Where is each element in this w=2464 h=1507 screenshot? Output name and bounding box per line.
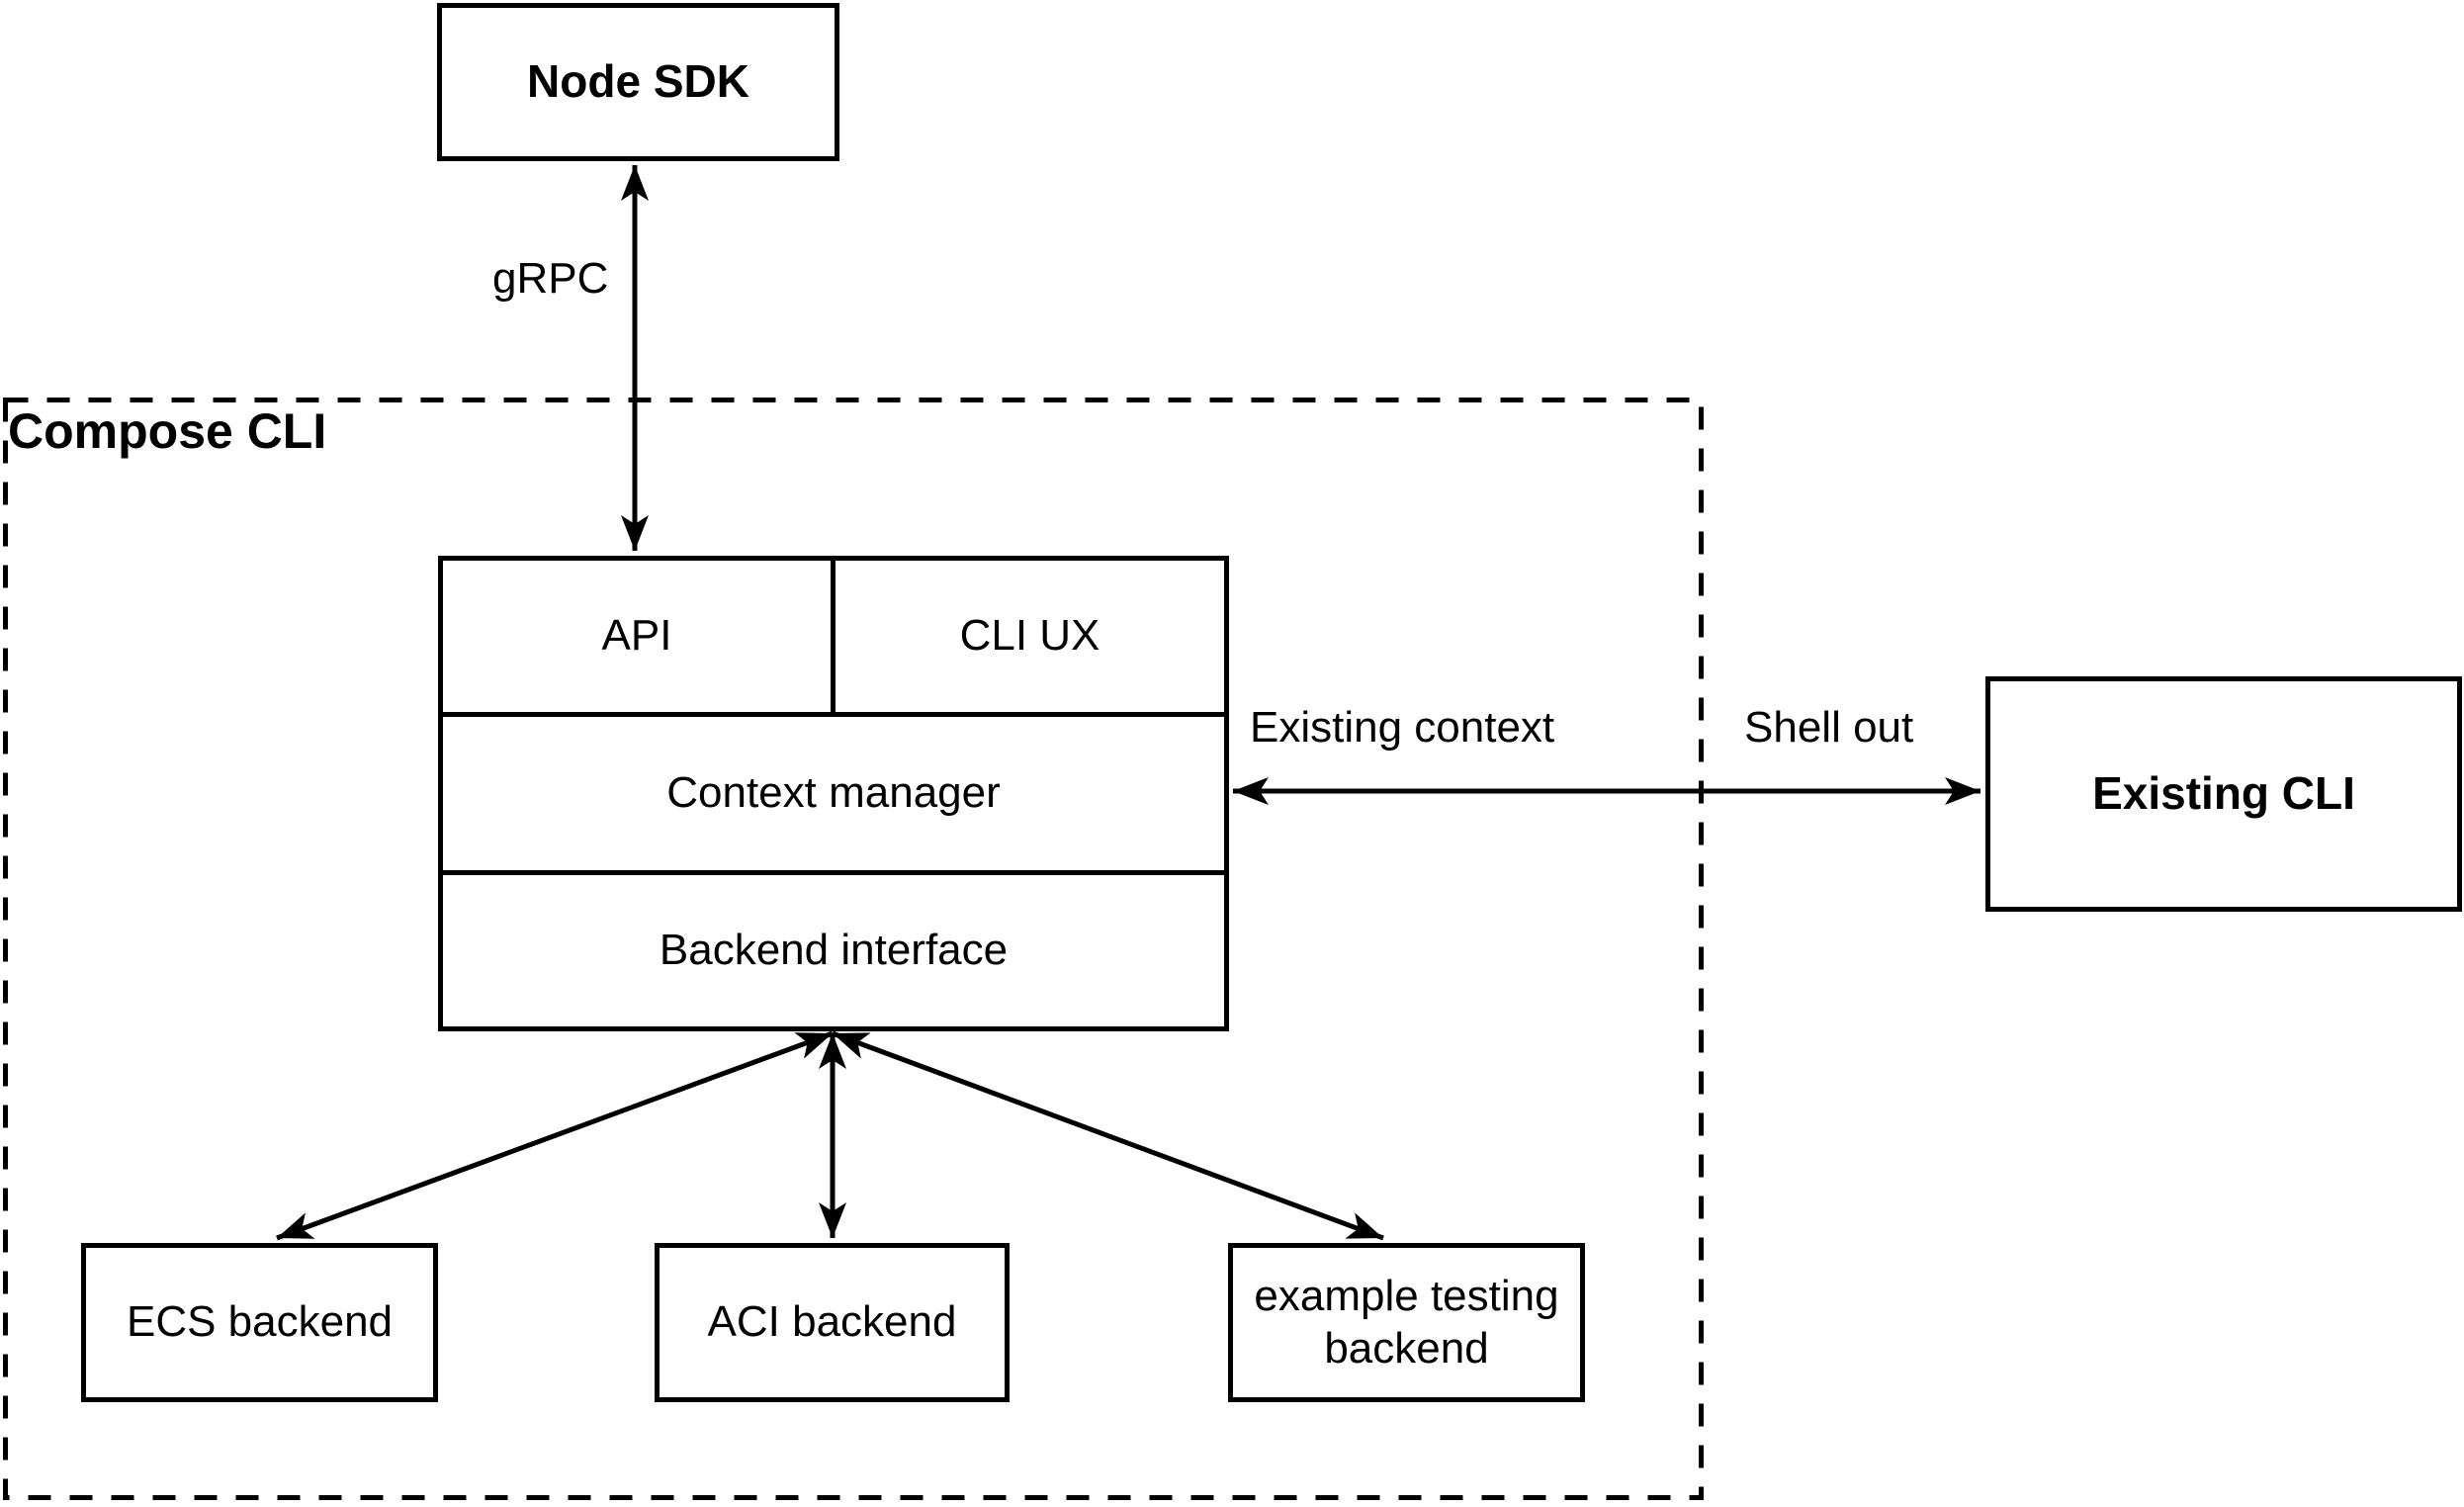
context-manager-label: Context manager [666, 768, 1001, 818]
aci-backend-label: ACI backend [707, 1297, 957, 1347]
ecs-backend-box: ECS backend [81, 1243, 438, 1402]
row-divider-backend-interface [440, 870, 1227, 875]
ecs-backend-arrow [276, 1030, 834, 1241]
api-cell: API [443, 561, 831, 712]
compose-cli-container-border [3, 398, 1704, 1500]
aci-backend-box: ACI backend [655, 1243, 1010, 1402]
node-sdk-label: Node SDK [527, 55, 749, 108]
row-divider-context-manager [440, 712, 1227, 717]
cli-ux-label: CLI UX [959, 611, 1100, 661]
grpc-edge-label: gRPC [488, 253, 613, 306]
context-manager-cell: Context manager [443, 717, 1224, 870]
api-cliux-divider [831, 558, 836, 714]
backend-interface-label: Backend interface [659, 926, 1009, 975]
example-testing-backend-label: example testing backend [1254, 1271, 1559, 1373]
ecs-backend-label: ECS backend [126, 1297, 394, 1347]
compose-cli-container-label: Compose CLI [8, 403, 327, 459]
shell-out-edge-label: Shell out [1740, 702, 1918, 754]
existing-cli-box: Existing CLI [1985, 676, 2462, 912]
cli-ux-cell: CLI UX [836, 561, 1224, 712]
example-testing-backend-box: example testing backend [1228, 1243, 1585, 1402]
node-sdk-box: Node SDK [437, 3, 839, 161]
backend-interface-cell: Backend interface [443, 875, 1224, 1026]
existing-cli-label: Existing CLI [2092, 767, 2355, 820]
example-testing-backend-arrow [832, 1030, 1384, 1241]
existing-context-edge-label: Existing context [1246, 702, 1559, 754]
api-label: API [601, 611, 672, 661]
